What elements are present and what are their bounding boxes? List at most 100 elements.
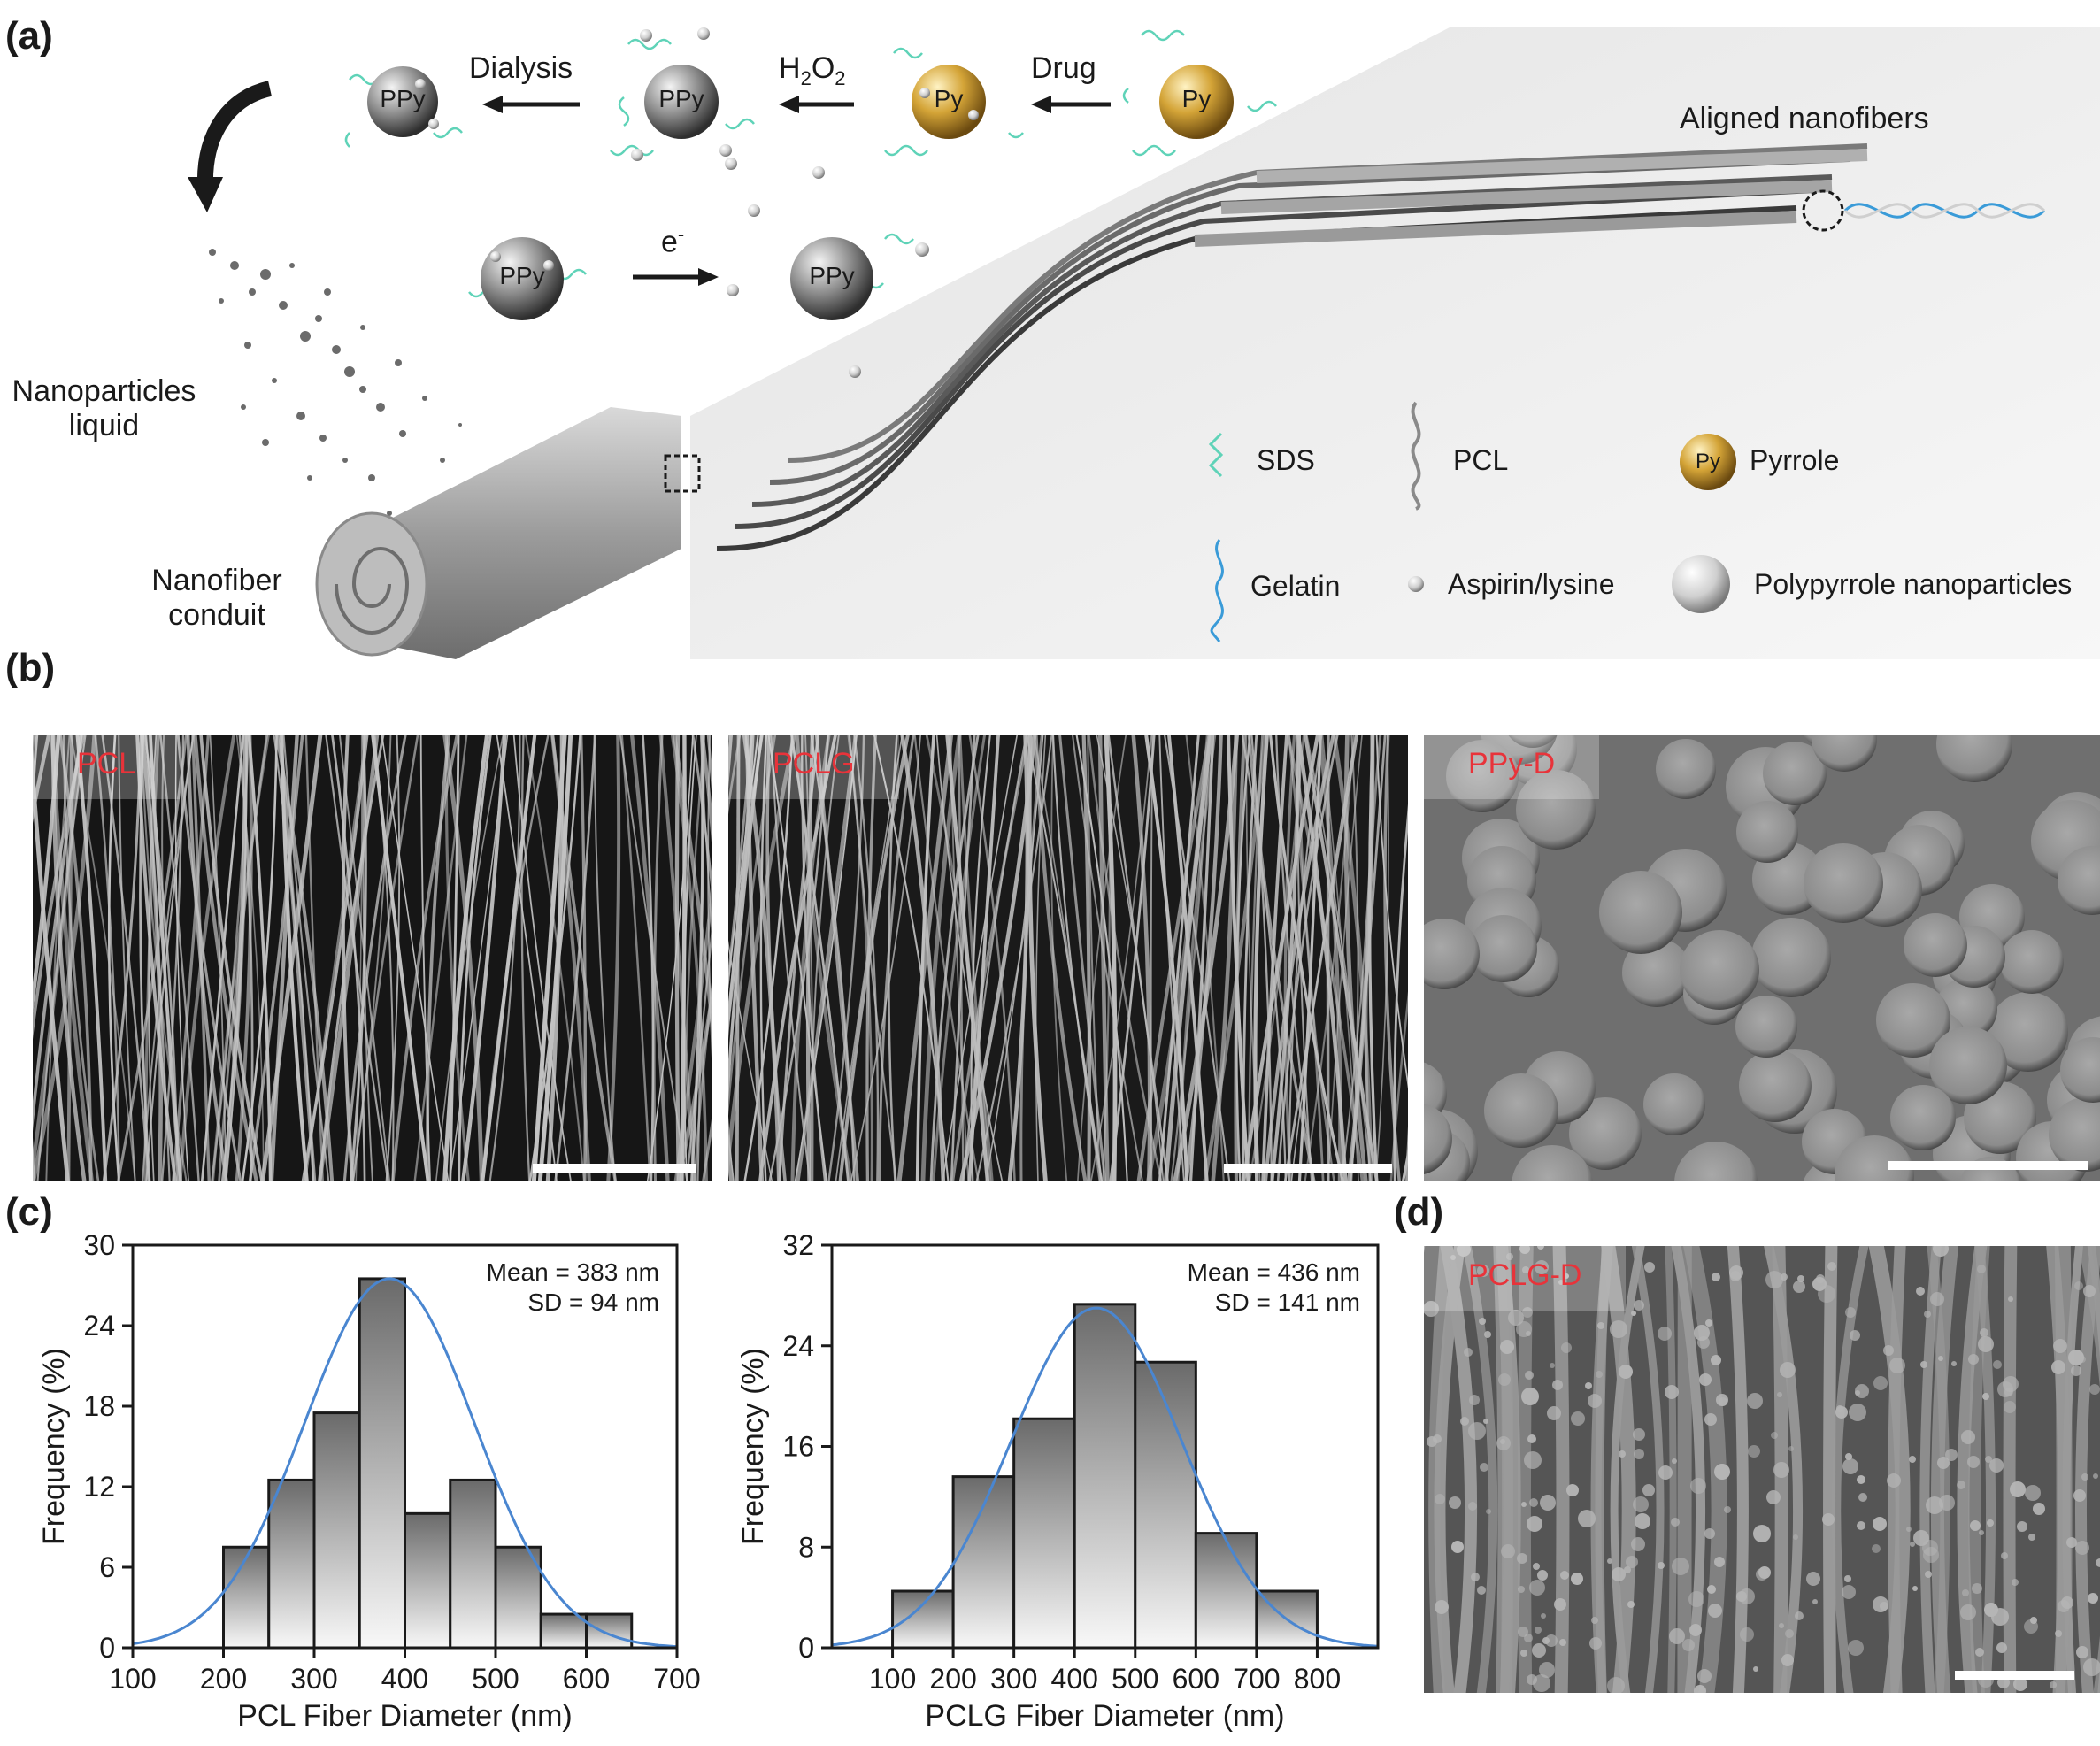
stat-annotation: Mean = 383 nm	[487, 1258, 659, 1286]
x-tick-label: 500	[472, 1663, 519, 1695]
sem-tag-pclg: PCLG	[728, 735, 899, 799]
panel-label-c: (c)	[5, 1190, 53, 1234]
legend-sds-label: SDS	[1257, 444, 1315, 476]
sem-image-ppy-d: PPy-D	[1424, 735, 2100, 1181]
sem-tag-ppy-d: PPy-D	[1424, 735, 1600, 799]
x-tick-label: 800	[1294, 1663, 1341, 1695]
stat-annotation: SD = 141 nm	[1215, 1288, 1360, 1316]
histogram-bar	[1073, 1303, 1137, 1650]
py-label-1: Py	[934, 85, 964, 112]
gaussian-fit-curve	[831, 1306, 1379, 1648]
drug-label: Drug	[1031, 51, 1096, 85]
y-tick-label: 24	[83, 1310, 115, 1342]
histogram-bar	[358, 1277, 406, 1650]
histogram-bar	[222, 1545, 271, 1650]
h2o2-label: H2O2	[779, 51, 846, 89]
aspirin-icon	[1408, 576, 1424, 592]
drug-molecules	[415, 27, 979, 378]
x-tick-label: 400	[1051, 1663, 1098, 1695]
dialysis-label: Dialysis	[469, 51, 573, 85]
histogram-bar	[585, 1612, 634, 1650]
pyrrole-icon	[1680, 434, 1736, 490]
nanofiber-conduit	[315, 407, 701, 659]
sem-image-pcl: PCL	[33, 735, 712, 1181]
pcl-icon	[1411, 401, 1421, 511]
x-tick-label: 200	[929, 1663, 976, 1695]
histogram-bar	[539, 1612, 588, 1650]
x-axis-label: PCL Fiber Diameter (nm)	[237, 1699, 572, 1733]
fiber-zoom-circle	[1802, 189, 1844, 232]
y-axis-label: Frequency (%)	[37, 1348, 71, 1545]
x-tick-label: 600	[563, 1663, 610, 1695]
legend-pcl-label: PCL	[1453, 444, 1509, 476]
scale-bar	[533, 1164, 696, 1173]
legend-aspirin-label: Aspirin/lysine	[1448, 568, 1615, 600]
x-tick-label: 100	[869, 1663, 916, 1695]
py-particle-drug	[912, 65, 986, 139]
y-tick-label: 12	[83, 1471, 115, 1503]
ppy-label-1: PPy	[380, 85, 426, 112]
panel-label-b: (b)	[5, 646, 56, 689]
gelatin-icon	[1210, 539, 1224, 642]
histogram-bar	[312, 1411, 361, 1650]
legend-gelatin-label: Gelatin	[1250, 570, 1341, 602]
sem-tag-pcl: PCL	[33, 735, 181, 799]
sem-image-pclg: PCLG	[728, 735, 1408, 1181]
x-axis-label: PCLG Fiber Diameter (nm)	[925, 1699, 1284, 1733]
histogram-bar	[951, 1475, 1016, 1650]
y-tick-label: 30	[83, 1229, 115, 1261]
py-particle	[1159, 65, 1234, 139]
ppy-label-4: PPy	[809, 262, 855, 289]
conduit-zoom-box	[664, 454, 701, 493]
aligned-nanofibers-label: Aligned nanofibers	[1680, 102, 1929, 135]
sds-icon	[1208, 432, 1224, 478]
panel-label-d: (d)	[1394, 1190, 1444, 1234]
py-label-2: Py	[1181, 85, 1212, 112]
histogram-bar	[1012, 1417, 1076, 1650]
histogram-bar	[494, 1545, 542, 1650]
y-tick-label: 18	[83, 1390, 115, 1422]
legend-ppy-np-label: Polypyrrole nanoparticles	[1754, 568, 2073, 600]
legend-pyrrole-badge: Py	[1695, 450, 1720, 473]
ppy-particle-released	[790, 237, 873, 320]
sem-tag-pclg-d: PCLG-D	[1424, 1246, 1627, 1311]
y-tick-label: 6	[99, 1551, 115, 1583]
ppy-label-2: PPy	[658, 85, 704, 112]
schematic-graphics	[188, 27, 2100, 659]
curved-arrow-head-icon	[188, 177, 223, 212]
y-tick-label: 0	[798, 1632, 814, 1664]
histogram-bar	[404, 1511, 452, 1650]
scale-bar	[1224, 1164, 1392, 1173]
ppy-label-3: PPy	[499, 262, 545, 289]
x-tick-label: 400	[381, 1663, 428, 1695]
curved-arrow-icon	[196, 81, 273, 187]
scale-bar	[1888, 1161, 2088, 1170]
x-tick-label: 300	[290, 1663, 337, 1695]
x-tick-label: 200	[200, 1663, 247, 1695]
y-tick-label: 0	[99, 1632, 115, 1664]
y-tick-label: 32	[782, 1229, 814, 1261]
histogram-bar	[891, 1589, 955, 1650]
sem-image-pclg-d: PCLG-D	[1424, 1246, 2100, 1693]
y-tick-label: 24	[782, 1330, 814, 1362]
scale-bar	[1955, 1671, 2074, 1680]
x-tick-label: 300	[990, 1663, 1037, 1695]
ppy-nanoparticle-icon	[1672, 555, 1730, 613]
step-arrows	[482, 96, 1111, 286]
ppy-particle-loaded	[481, 237, 564, 320]
histogram-bar	[267, 1478, 316, 1650]
x-tick-label: 500	[1112, 1663, 1158, 1695]
panel-label-a: (a)	[5, 14, 53, 58]
y-tick-label: 8	[798, 1531, 814, 1563]
histogram-bar	[449, 1478, 497, 1650]
aligned-fibers	[716, 143, 2046, 551]
gaussian-fit-curve	[132, 1277, 678, 1649]
stat-annotation: Mean = 436 nm	[1188, 1258, 1360, 1286]
stat-annotation: SD = 94 nm	[527, 1288, 659, 1316]
nanoparticle-cloud	[209, 249, 462, 516]
ppy-particle-drug	[644, 65, 719, 139]
